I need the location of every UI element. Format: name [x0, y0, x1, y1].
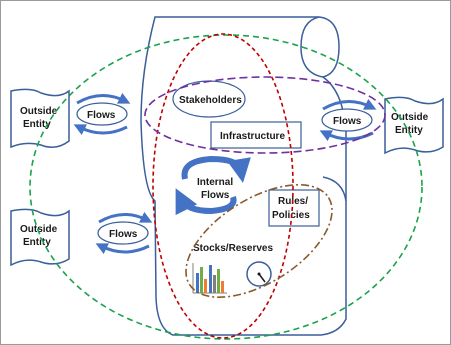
brown-boundary-ellipse	[185, 184, 333, 298]
internal-flows-node: Internal Flows	[175, 155, 251, 216]
outside-entity-left-top: Outside Entity	[10, 88, 70, 149]
stakeholders-label: Stakeholders	[179, 95, 242, 106]
system-scroll-shape	[140, 16, 347, 336]
bar-chart-icon	[192, 263, 227, 294]
red-boundary-ellipse	[152, 33, 294, 339]
outside-entity-left-bottom-line1: Outside	[20, 224, 58, 235]
flows-right: Flows	[319, 98, 377, 142]
infrastructure-node: Infrastructure	[210, 121, 302, 149]
outside-entity-left-top-line1: Outside	[20, 106, 58, 117]
flows-left-top: Flows	[73, 92, 131, 136]
rules-policies-node: Rules/ Policies	[268, 189, 320, 227]
flows-right-label: Flows	[333, 116, 362, 127]
outside-entity-left-bottom-line2: Entity	[23, 237, 51, 248]
internal-flows-line1: Internal	[197, 177, 233, 188]
outside-entity-left-bottom: Outside Entity	[10, 208, 70, 267]
flows-left-bottom-label: Flows	[109, 229, 138, 240]
stocks-reserves-label: Stocks/Reserves	[193, 243, 273, 254]
outside-entity-left-top-line2: Entity	[23, 119, 51, 130]
outside-entity-right-line1: Outside	[391, 112, 429, 123]
internal-flows-line2: Flows	[201, 190, 230, 201]
flows-left-bottom: Flows	[95, 211, 153, 255]
gauge-icon	[246, 261, 272, 287]
green-boundary-ellipse	[29, 34, 423, 340]
flows-left-top-label: Flows	[87, 110, 116, 121]
outside-entity-right: Outside Entity	[384, 96, 444, 155]
infrastructure-label: Infrastructure	[220, 131, 285, 142]
outside-entity-right-line2: Entity	[395, 125, 423, 136]
purple-boundary-ellipse	[144, 76, 386, 154]
